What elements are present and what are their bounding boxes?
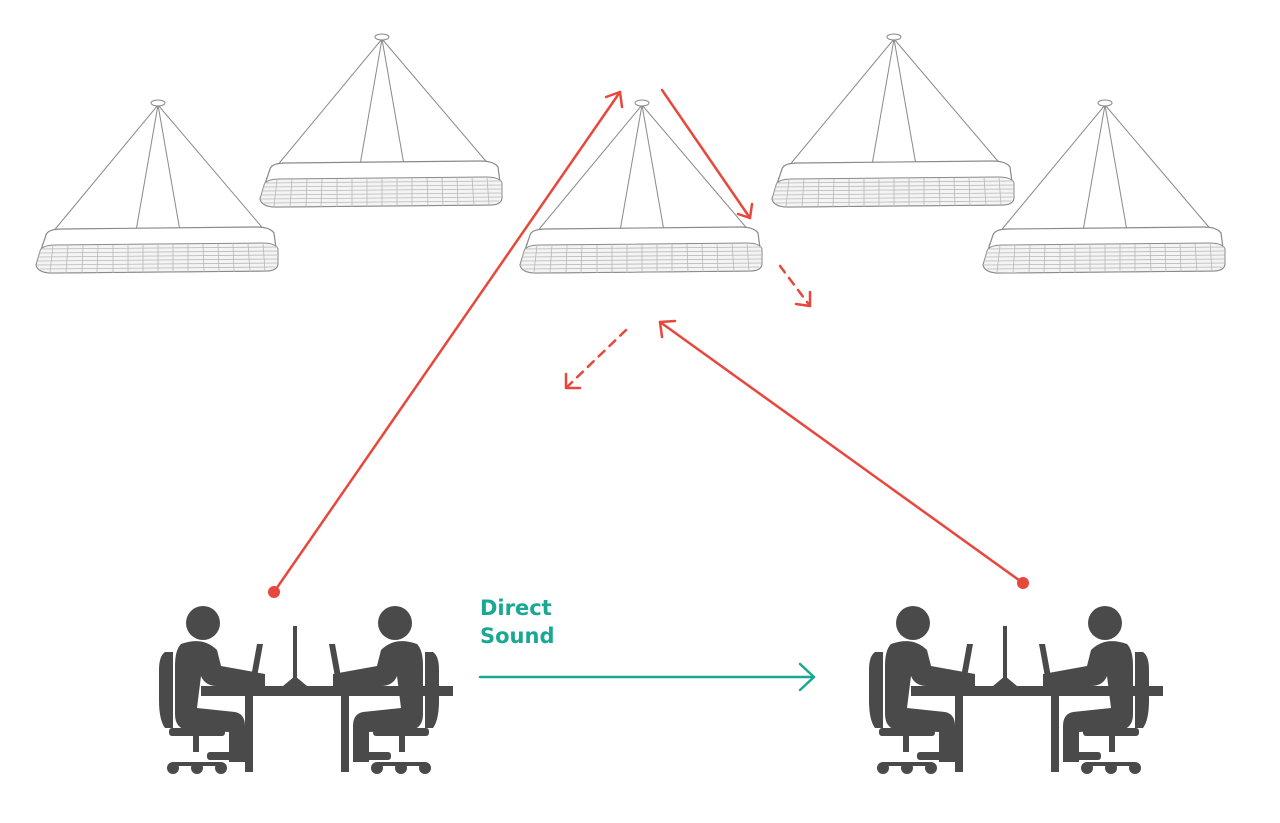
reflection-arrow-right — [658, 319, 1025, 585]
workstation-right-icon — [869, 606, 1163, 774]
direct-sound-line2: Sound — [480, 624, 555, 648]
sound-source-dot-left — [268, 586, 280, 598]
reflection-arrow-left — [272, 90, 624, 594]
acoustic-panel-icon-5 — [982, 99, 1226, 274]
workstation-left-icon — [159, 606, 453, 774]
direct-sound-arrow — [478, 662, 816, 692]
acoustic-panel-icon-1 — [35, 99, 279, 274]
scatter-arrow-right — [778, 264, 812, 308]
sound-source-dot-right — [1017, 577, 1029, 589]
direct-sound-line1: Direct — [480, 596, 552, 620]
acoustic-panel-icon-4 — [771, 33, 1015, 208]
acoustic-panel-icon-3 — [519, 99, 763, 274]
direct-sound-label: Direct Sound — [480, 594, 554, 650]
acoustic-panel-icon-2 — [259, 33, 503, 208]
reflection-arrow-bounce — [660, 88, 754, 220]
scatter-arrow-left — [564, 328, 628, 390]
